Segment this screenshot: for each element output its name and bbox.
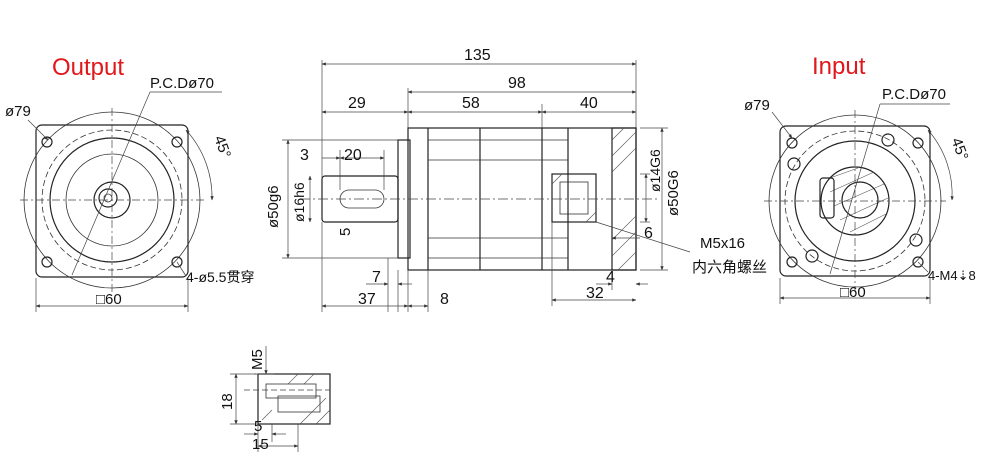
input-bore xyxy=(841,181,879,219)
input-clamp-screw xyxy=(819,177,835,219)
output-pcd-label: P.C.Dø70 xyxy=(150,75,214,92)
output-shaft-center xyxy=(103,193,113,203)
output-body-circle xyxy=(49,137,175,263)
key-18-label: 18 xyxy=(219,393,236,410)
key-detail-view: M5 18 5 15 xyxy=(219,346,331,453)
output-flange-view: Output P.C.Dø70 ø79 45° 4-ø5.5贯穿 xyxy=(5,54,254,312)
output-title: Output xyxy=(52,54,124,81)
dim-98: 98 xyxy=(508,75,526,92)
dim-6: 6 xyxy=(644,225,653,242)
input-square-label: □60 xyxy=(840,284,866,301)
key-slot-top xyxy=(265,383,317,399)
output-inner-circle xyxy=(65,153,159,247)
dim-5: 5 xyxy=(337,228,354,236)
input-title: Input xyxy=(812,53,866,80)
side-view: 135 98 29 58 40 xyxy=(265,47,767,312)
dim-14g6: ø14G6 xyxy=(647,149,663,192)
dim-40: 40 xyxy=(580,95,598,112)
input-flange-view: Input P.C.Dø70 ø79 xyxy=(744,53,976,304)
dim-29: 29 xyxy=(348,95,366,112)
dim-7: 7 xyxy=(372,269,381,286)
output-holes-label: 4-ø5.5贯穿 xyxy=(186,269,254,285)
dim-16h6: ø16h6 xyxy=(291,182,307,222)
input-coupling xyxy=(551,173,597,223)
screw-name-label: 内六角螺丝 xyxy=(692,259,767,276)
output-dia-label: ø79 xyxy=(5,103,31,120)
input-angle-label: 45° xyxy=(948,136,972,163)
key-block xyxy=(257,373,331,425)
input-holes-label: 4-M4⇣8 xyxy=(928,268,976,283)
dim-50g6-left: ø50g6 xyxy=(265,185,282,228)
coupling-bore xyxy=(559,181,589,215)
input-mounting-holes xyxy=(786,133,924,268)
dim-8: 8 xyxy=(440,291,449,308)
key-m5-label: M5 xyxy=(249,349,266,370)
key-5-label: 5 xyxy=(254,418,262,435)
dim-58: 58 xyxy=(462,95,480,112)
dim-37: 37 xyxy=(358,291,376,308)
dim-32: 32 xyxy=(586,285,604,302)
dim-135: 135 xyxy=(464,47,491,64)
dim-20: 20 xyxy=(344,147,362,164)
screw-spec-label: M5x16 xyxy=(700,235,745,252)
dim-3: 3 xyxy=(300,147,309,164)
output-square-label: □60 xyxy=(96,291,122,308)
dim-4: 4 xyxy=(606,269,615,286)
dim-50g6-right: ø50G6 xyxy=(665,170,682,216)
output-shaft xyxy=(98,188,118,208)
input-pcd-label: P.C.Dø70 xyxy=(882,86,946,103)
output-angle-label: 45° xyxy=(210,133,234,160)
key-15-label: 15 xyxy=(252,436,269,453)
input-dia-label: ø79 xyxy=(744,97,770,114)
